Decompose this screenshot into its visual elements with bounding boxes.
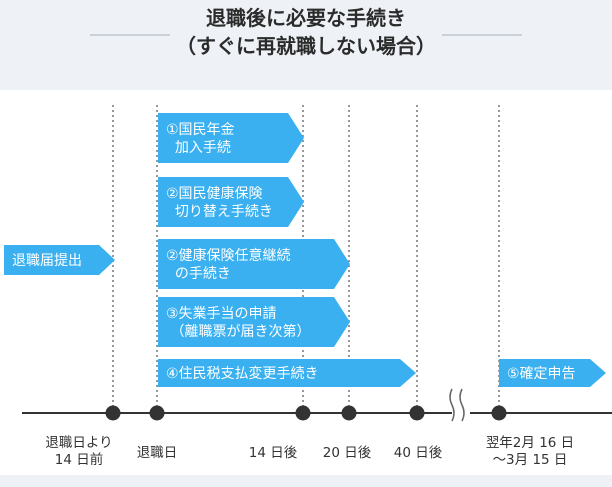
step-label-1: ①国民年金 加入手続 — [166, 122, 235, 156]
timeline-dot-4 — [341, 405, 357, 421]
title-decoration-left — [90, 34, 170, 36]
timeline-label-6-line-2: ～3月 15 日 — [493, 452, 568, 468]
timeline-break-mark-1 — [449, 388, 455, 422]
step-arrow-7 — [4, 245, 115, 275]
title-line-1: 退職後に必要な手続き — [206, 6, 406, 30]
timeline-label-4: 20 日後 — [323, 445, 372, 461]
timeline-label-2-line-1: 退職日 — [137, 445, 178, 461]
step-arrow-6 — [499, 359, 606, 387]
timeline-dot-5 — [409, 405, 425, 421]
header-band — [0, 0, 612, 90]
timeline-dot-1 — [105, 405, 121, 421]
timeline-dot-2 — [149, 405, 165, 421]
timeline-label-1-line-1: 退職日より — [45, 435, 112, 451]
step-arrow-1 — [158, 113, 304, 163]
step-label-3: ②健康保険任意継続 の手続き — [166, 247, 291, 282]
timeline-label-2: 退職日 — [137, 445, 178, 461]
step-arrow-5 — [158, 359, 416, 387]
timeline-label-5: 40 日後 — [394, 445, 443, 461]
timeline-label-3-line-1: 14 日後 — [249, 445, 298, 461]
step-label-7-line-1: 退職届提出 — [12, 253, 82, 269]
step-label-3-line-1: ②健康保険任意継続 — [166, 247, 291, 264]
title-decoration-right — [442, 34, 522, 36]
step-label-7: 退職届提出 — [12, 253, 82, 269]
step-label-5-line-1: ④住民税支払変更手続き — [166, 365, 319, 382]
step-label-6-line-1: ⑤確定申告 — [507, 366, 576, 382]
step-arrow-4 — [158, 297, 350, 347]
timeline-label-5-line-1: 40 日後 — [394, 445, 443, 461]
step-label-3-line-2: の手続き — [166, 265, 231, 282]
step-label-5: ④住民税支払変更手続き — [166, 365, 319, 382]
footer-band — [0, 475, 612, 487]
timeline-break-mark-2 — [459, 388, 465, 422]
title-line-2: （すぐに再就職しない場合） — [176, 34, 436, 58]
timeline-label-1-line-2: 14 日前 — [55, 451, 103, 468]
step-label-4-line-2: （離職票が届き次第） — [166, 323, 310, 340]
step-label-4: ③失業手当の申請 （離職票が届き次第） — [166, 306, 310, 340]
timeline-label-6-line-1: 翌年2月 16 日 — [486, 435, 574, 451]
step-label-4-line-1: ③失業手当の申請 — [166, 306, 277, 322]
timeline-label-3: 14 日後 — [249, 445, 298, 461]
step-label-2: ②国民健康保険 切り替え手続き — [166, 185, 273, 220]
step-label-2-line-2: 切り替え手続き — [166, 203, 273, 220]
timeline-dot-6 — [491, 405, 507, 421]
step-label-1-line-1: ①国民年金 — [166, 122, 235, 138]
step-arrow-3 — [158, 239, 350, 289]
timeline-dot-3 — [295, 405, 311, 421]
step-label-6: ⑤確定申告 — [507, 366, 576, 382]
step-label-1-line-2: 加入手続 — [166, 139, 231, 156]
timeline-label-6: 翌年2月 16 日～3月 15 日 — [486, 435, 574, 468]
step-arrow-2 — [158, 177, 304, 227]
timeline-label-4-line-1: 20 日後 — [323, 445, 372, 461]
step-label-2-line-1: ②国民健康保険 — [166, 185, 263, 202]
page-title: 退職後に必要な手続き （すぐに再就職しない場合） — [0, 4, 612, 60]
